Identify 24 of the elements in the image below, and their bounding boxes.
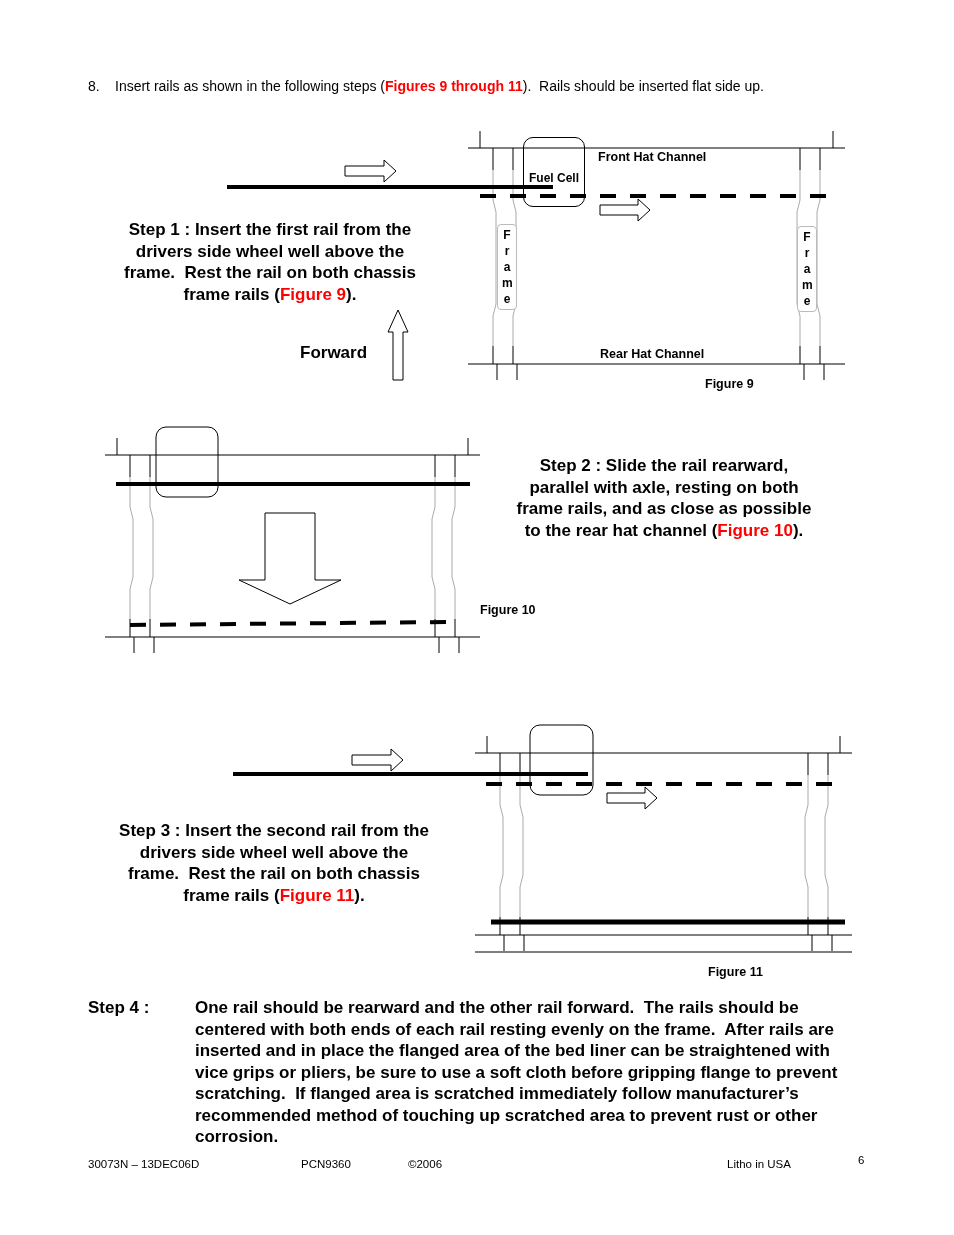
part-label: Front Hat Channel — [598, 150, 707, 165]
step-number: 8. — [88, 77, 100, 95]
step-number: Step 4 : — [88, 997, 150, 1019]
part-label: Frame — [502, 227, 512, 307]
fuel-cell-box — [523, 137, 585, 207]
part-label: Rear Hat Channel — [600, 347, 705, 362]
step-text: Step 2 : Slide the rail rearward, parallel with axle, resting on both frame rails, and as close as possible to the rear hat channel (Figure 10). — [515, 455, 813, 541]
figure-caption: Figure 9 — [705, 377, 754, 392]
page-number: 6 — [858, 1153, 865, 1167]
footer-text: 30073N – 13DEC06D — [88, 1157, 200, 1171]
footer-text: Litho in USA — [727, 1157, 791, 1171]
figure-caption: Figure 11 — [708, 965, 763, 980]
footer-text: PCN9360 — [301, 1157, 351, 1171]
footer-text: ©2006 — [408, 1157, 443, 1171]
part-label: Frame — [802, 229, 812, 309]
frame-rail — [797, 226, 817, 312]
figure-caption: Figure 10 — [480, 603, 536, 618]
part-label: Fuel Cell — [528, 171, 580, 186]
frame-rail — [497, 224, 517, 310]
step-text: Step 3 : Insert the second rail from the drivers side wheel well above the frame. Rest the rail on both chassis frame rails (Figure 11). — [118, 820, 430, 906]
instruction-text: Insert rails as shown in the following steps (Figures 9 through 11). Rails should be inserted flat side up. — [115, 77, 765, 95]
step-text: Step 1 : Insert the first rail from the drivers side wheel well above the frame. Rest the rail on both chassis frame rails (Figure 9). — [123, 219, 417, 305]
direction-label: Forward — [300, 343, 368, 363]
step-text: One rail should be rearward and the other rail forward. The rails should be centered with both ends of each rail resting evenly on the frame. After rails are inserted and in place the flanged area of the bed liner can be straightened with vice grips or pliers, be sure to use a soft cloth before gripping flange to prevent scratching. If flanged area is scratched immediately follow manufacturer’s recommended method of touching up scratched area to prevent rust or other corrosion. — [195, 997, 839, 1148]
